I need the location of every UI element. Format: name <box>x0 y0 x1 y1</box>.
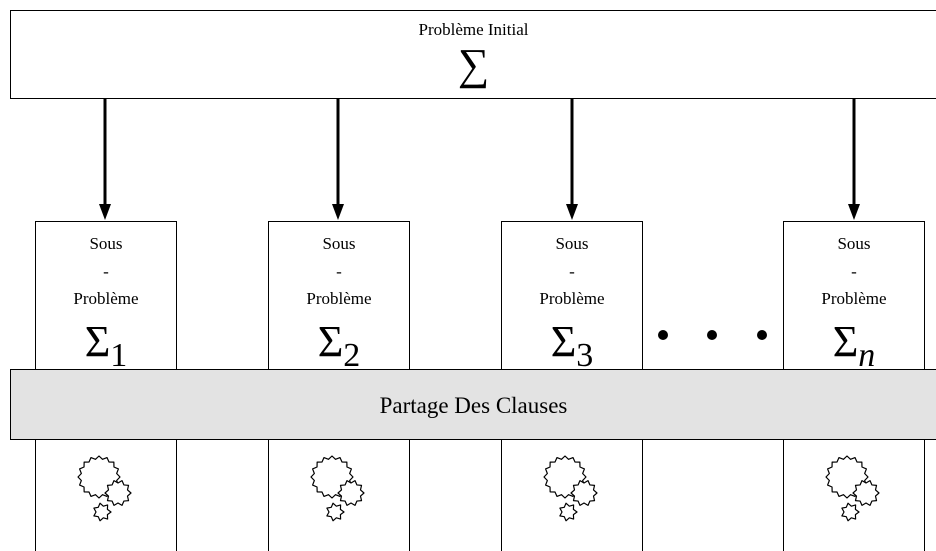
sigma-index: n <box>858 337 876 374</box>
subproblem-line1: Sous <box>555 234 589 253</box>
subproblem-line2: - <box>103 262 109 281</box>
subproblem-sigma-3: Σ3 <box>502 317 642 374</box>
initial-problem-sigma: ∑ <box>457 40 490 89</box>
gears-icon <box>543 455 598 522</box>
subproblem-line2: - <box>569 262 575 281</box>
subproblem-line3: Problème <box>821 289 887 308</box>
gears-icon <box>825 455 880 522</box>
sigma-index: 2 <box>343 337 361 374</box>
subproblem-sigma-2: Σ2 <box>269 317 409 374</box>
clause-sharing-band: Partage Des Clauses <box>10 369 936 440</box>
arrow-n <box>848 99 860 220</box>
subproblem-line1: Sous <box>89 234 123 253</box>
gears-icon <box>77 455 132 522</box>
sigma-index: 1 <box>110 337 128 374</box>
arrow-1 <box>99 99 111 220</box>
sigma-index: 3 <box>576 337 594 374</box>
sigma-symbol: Σ <box>550 317 577 366</box>
subproblem-sigma-1: Σ1 <box>36 317 176 374</box>
ellipsis-dot <box>707 330 717 340</box>
sigma-symbol: Σ <box>84 317 111 366</box>
subproblem-line1: Sous <box>322 234 356 253</box>
ellipsis-dot <box>658 330 668 340</box>
subproblem-line3: Problème <box>306 289 372 308</box>
arrow-3 <box>566 99 578 220</box>
initial-problem-label: Problème Initial <box>418 20 529 39</box>
sigma-symbol: Σ <box>832 317 859 366</box>
ellipsis-dot <box>757 330 767 340</box>
gears-icon <box>310 455 365 522</box>
subproblem-line3: Problème <box>539 289 605 308</box>
initial-problem-box: Problème Initial ∑ <box>10 10 936 99</box>
subproblem-line1: Sous <box>837 234 871 253</box>
sigma-symbol: Σ <box>317 317 344 366</box>
clause-sharing-label: Partage Des Clauses <box>379 393 568 418</box>
subproblem-line2: - <box>851 262 857 281</box>
subproblem-line2: - <box>336 262 342 281</box>
subproblem-sigma-n: Σn <box>784 317 924 374</box>
subproblem-line3: Problème <box>73 289 139 308</box>
arrow-2 <box>332 99 344 220</box>
